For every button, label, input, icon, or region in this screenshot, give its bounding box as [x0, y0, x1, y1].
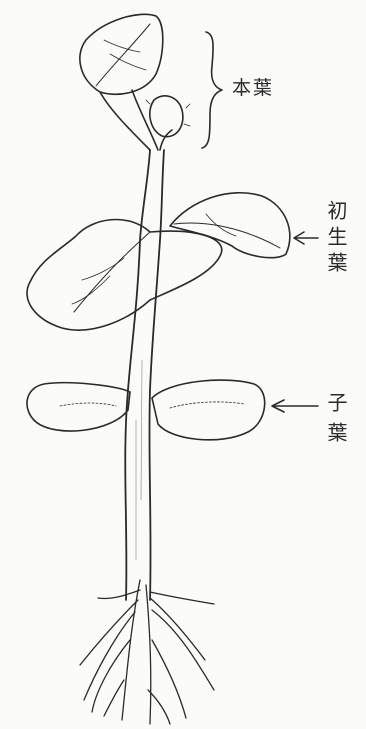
true-leaves-label: 本葉: [232, 79, 274, 98]
primary-leaves-label: 初生葉: [326, 200, 346, 278]
true-leaves: [80, 14, 190, 150]
stem: [125, 150, 164, 600]
true-leaves-bracket: [202, 32, 222, 148]
cotyledons-label: 子葉: [326, 392, 346, 452]
cotyledons: [27, 380, 265, 440]
arrow-cotyledons: [272, 400, 318, 412]
roots: [80, 580, 214, 724]
arrow-primary-leaves: [294, 232, 318, 244]
